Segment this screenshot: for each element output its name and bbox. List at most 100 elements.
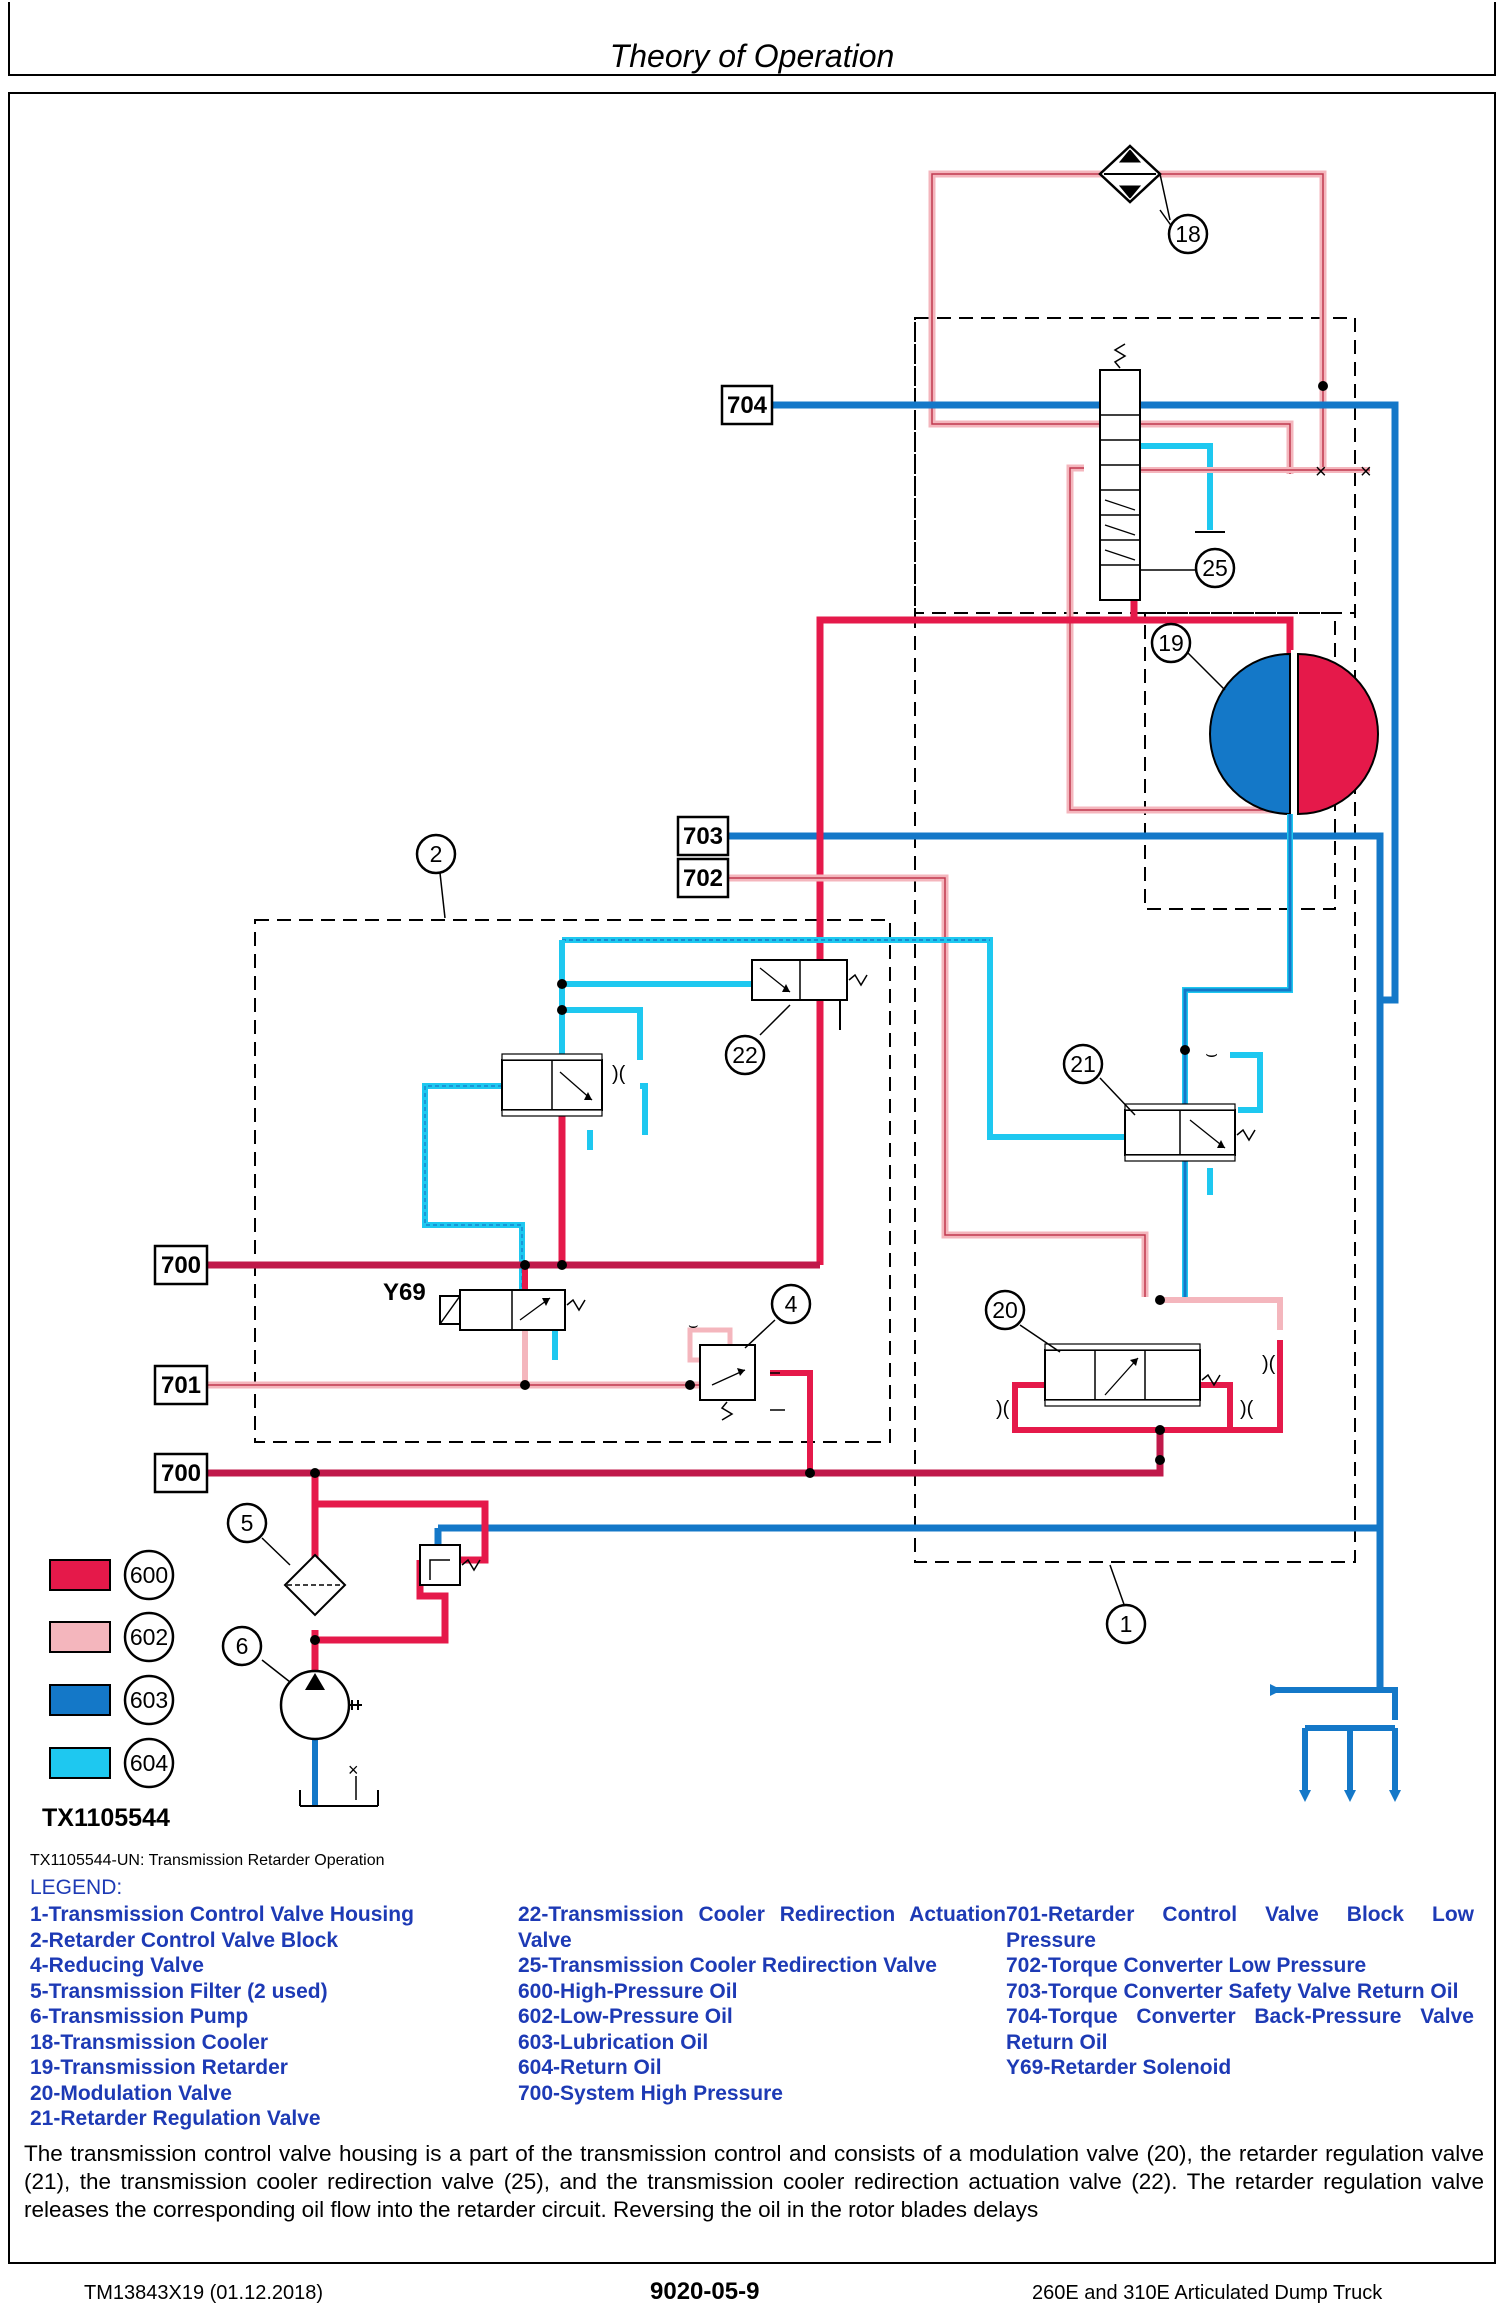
legend-item: 1-Transmission Control Valve Housing [30,1903,414,1926]
line-600-relief-loop [315,1500,489,1564]
line-602-valve20 [1157,1297,1283,1330]
footer-manual-id: TM13843X19 (01.12.2018) [84,2282,324,2304]
figure-id: TX1105544 [42,1804,170,1832]
legend-item: 704-Torque Converter Back-Pressure Valve… [1006,2005,1474,2054]
callout-22-text: 22 [732,1042,758,1068]
key-swatch-603 [49,1684,111,1716]
content-frame [8,92,1496,2264]
line-602-reducing-pilot [687,1327,733,1363]
key-callout-600 [123,1549,175,1601]
line-603-703 [728,832,1384,1690]
footer-model: 260E and 310E Articulated Dump Truck [1032,2282,1383,2304]
figure-caption: TX1105544-UN: Transmission Retarder Oper… [30,1852,385,1869]
hydraulic-schematic: × × [42,144,1401,1832]
legend-item: 600-High-Pressure Oil [518,1979,738,2003]
key-code-602: 602 [130,1624,168,1650]
legend-item: 603-Lubrication Oil [518,2030,709,2054]
port-704-label: 704 [727,392,768,419]
port-703-label: 703 [683,823,723,850]
line-600-to-valve25 [816,585,1138,1265]
callout-6 [221,1625,263,1667]
callout-4 [770,1283,812,1325]
legend-column-3: 701-Retarder Control Valve Block Low Pre… [1006,1902,1474,2132]
port-701-label: 701 [161,1372,201,1399]
port-702-label: 702 [683,865,723,892]
legend-item: 701-Retarder Control Valve Block Low Pre… [1006,1903,1474,1952]
callout-25 [1194,547,1236,589]
legend-item: 20-Modulation Valve [30,2081,232,2105]
callout-19-text: 19 [1158,630,1184,656]
header-frame [8,2,1496,76]
callout-4-text: 4 [785,1291,798,1317]
svg-text:)(: )( [1262,1353,1276,1375]
port-700-label-a: 700 [161,1252,201,1279]
svg-text:×: × [348,1760,359,1780]
block-2-outline [254,919,891,1443]
legend-item: 702-Torque Converter Low Pressure [1006,1954,1367,1977]
callout-1-text: 1 [1120,1611,1133,1637]
callout-5-text: 5 [241,1510,254,1536]
footer-page-number: 9020-05-9 [650,2278,760,2305]
legend-item: 18-Transmission Cooler [30,2030,269,2054]
port-701-box [153,1364,209,1406]
reducing-valve-4-body [699,1344,756,1401]
legend-item: 4-Reducing Valve [30,1954,204,1977]
callout-2-text: 2 [430,841,443,867]
callout-20-text: 20 [992,1297,1018,1323]
solenoid-y69-label: Y69 [383,1279,426,1306]
key-swatch-600 [49,1559,111,1591]
callout-6-text: 6 [236,1633,249,1659]
callout-5 [226,1502,268,1544]
valve-25-body [1099,369,1141,601]
line-600-v20-side-left [1012,1382,1160,1433]
callout-2 [415,833,457,875]
legend-columns: 1-Transmission Control Valve Housing 2-R… [30,1902,1490,2132]
legend-area: TX1105544-UN: Transmission Retarder Oper… [30,1852,1490,2132]
legend-item: 5-Transmission Filter (2 used) [30,1979,328,2003]
callout-18-text: 18 [1175,221,1201,247]
key-code-603: 603 [130,1687,168,1713]
callout-18 [1167,213,1209,255]
svg-text:)(: )( [996,1398,1010,1420]
retarder-19-left-half [1209,652,1291,816]
svg-text:)(: )( [612,1063,626,1085]
legend-item: 703-Torque Converter Safety Valve Return… [1006,1979,1459,2003]
key-callout-603 [123,1674,175,1726]
port-703-box [676,815,730,857]
callout-22 [724,1034,766,1076]
key-callout-602 [123,1611,175,1663]
svg-text:⌣: ⌣ [1205,1043,1218,1065]
line-604-branch [562,981,763,1000]
page-title: Theory of Operation [609,38,895,74]
svg-text:)(: )( [1240,1398,1254,1420]
line-604-tank-b [640,1083,648,1135]
line-604-valve25-tank [1140,443,1213,530]
svg-text:×: × [1315,461,1327,483]
svg-text:×: × [1360,461,1372,483]
callout-19 [1150,622,1192,664]
callout-1 [1105,1603,1147,1645]
line-600-700b [195,1430,1164,1477]
port-704-box [720,384,774,426]
description-paragraph: The transmission control valve housing i… [24,2141,1484,2222]
legend-title: LEGEND: [30,1876,123,1899]
key-swatch-604 [49,1747,111,1779]
relief-valve-symbol [419,1544,461,1586]
retarder-19-right-half [1297,652,1379,816]
key-swatch-602 [49,1621,111,1653]
key-code-600: 600 [130,1562,168,1588]
legend-item: 604-Return Oil [518,2056,662,2079]
legend-item: Y69-Retarder Solenoid [1006,2056,1232,2079]
legend-column-2: 22-Transmission Cooler Redirection Actua… [518,1902,1006,2132]
port-700-label-b: 700 [161,1460,201,1487]
legend-item: 2-Retarder Control Valve Block [30,1928,339,1952]
legend-item: 25-Transmission Cooler Redirection Valve [518,1954,937,1977]
legend-column-1: 1-Transmission Control Valve Housing 2-R… [30,1902,518,2132]
legend-item: 21-Retarder Regulation Valve [30,2107,321,2130]
port-700-box-b [153,1452,209,1494]
line-600-to-reducing [770,1370,813,1473]
callout-21 [1062,1043,1104,1085]
port-702-box [676,857,730,899]
line-600-valve20-loop [1160,1340,1283,1433]
legend-item: 602-Low-Pressure Oil [518,2005,733,2028]
